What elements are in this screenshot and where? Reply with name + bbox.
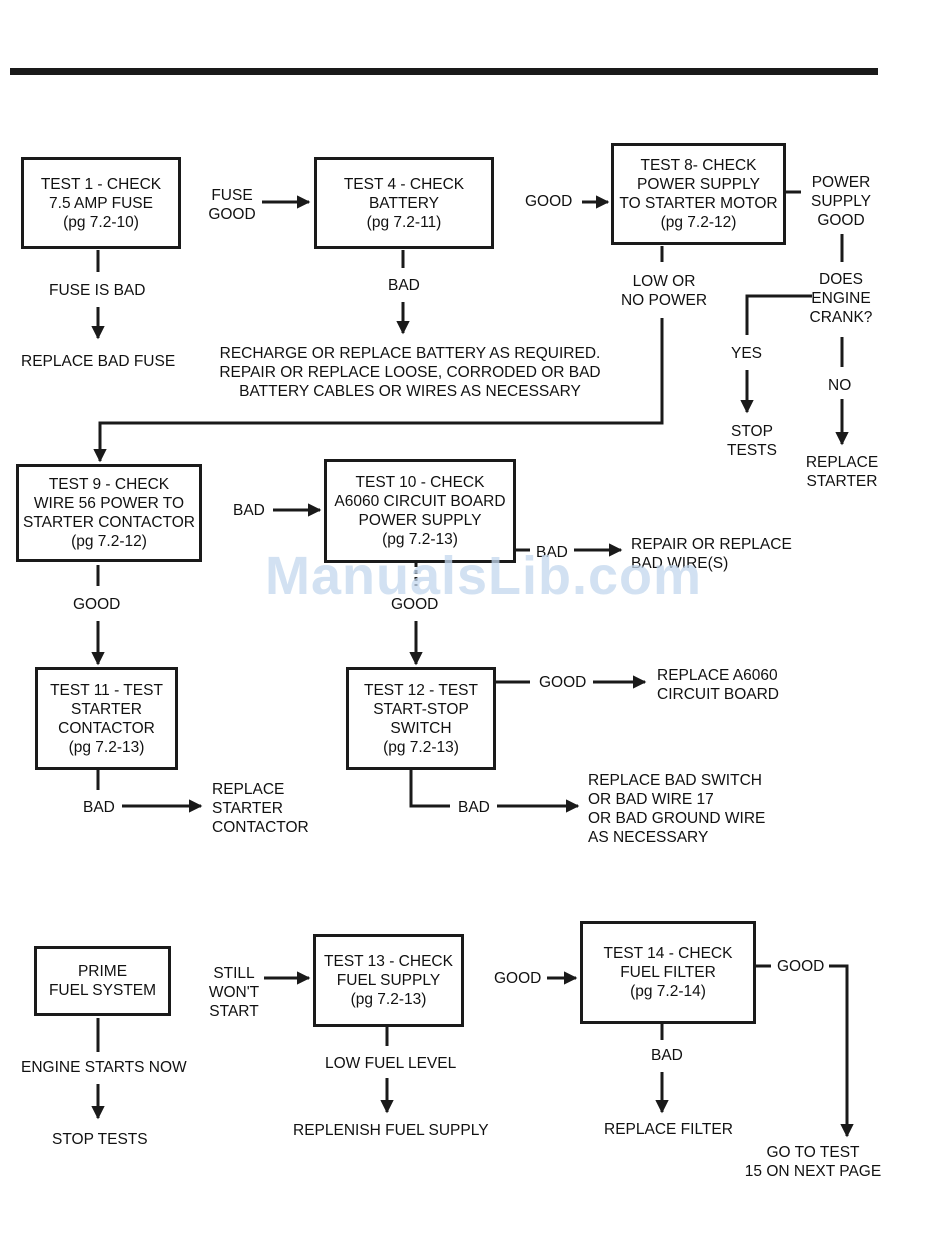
header-rule: [10, 68, 878, 75]
test9-box: TEST 9 - CHECK WIRE 56 POWER TO STARTER …: [16, 464, 202, 562]
label-fuse-good: FUSE GOOD: [208, 187, 256, 223]
label-bad-11: BAD: [83, 799, 115, 816]
label-no: NO: [828, 377, 852, 394]
label-bad-4: BAD: [388, 277, 420, 294]
label-bad-10: BAD: [536, 544, 568, 561]
label-bad-9-10: BAD: [233, 502, 265, 519]
label-replenish: REPLENISH FUEL SUPPLY: [293, 1122, 489, 1139]
test13-box: TEST 13 - CHECK FUEL SUPPLY (pg 7.2-13): [313, 934, 464, 1027]
arrow-yes: [745, 294, 812, 335]
test11-box: TEST 11 - TEST STARTER CONTACTOR (pg 7.2…: [35, 667, 178, 770]
prime-fuel-box: PRIME FUEL SYSTEM: [34, 946, 171, 1016]
label-replace-starter: REPLACE STARTER: [805, 454, 879, 490]
label-repair-wires: REPAIR OR REPLACE BAD WIRE(S): [631, 536, 792, 572]
test8-box: TEST 8- CHECK POWER SUPPLY TO STARTER MO…: [611, 143, 786, 245]
arrow-good-14: [829, 964, 854, 1138]
label-replace-filter: REPLACE FILTER: [604, 1121, 733, 1138]
label-good-13: GOOD: [494, 970, 542, 987]
test10-box: TEST 10 - CHECK A6060 CIRCUIT BOARD POWE…: [324, 459, 516, 563]
label-fuse-is-bad: FUSE IS BAD: [49, 282, 146, 299]
label-yes: YES: [731, 345, 763, 362]
label-engine-starts-now: ENGINE STARTS NOW: [21, 1059, 187, 1076]
label-replace-switch: REPLACE BAD SWITCH OR BAD WIRE 17 OR BAD…: [588, 772, 766, 846]
label-stop-tests-1: STOP TESTS: [727, 423, 777, 459]
label-good-14: GOOD: [777, 958, 825, 975]
label-good-12: GOOD: [539, 674, 587, 691]
label-low-power: LOW OR NO POWER: [620, 273, 708, 309]
label-low-fuel: LOW FUEL LEVEL: [325, 1055, 457, 1072]
line-test12-bad: [409, 770, 450, 808]
test4-box: TEST 4 - CHECK BATTERY (pg 7.2-11): [314, 157, 494, 249]
label-replace-bad-fuse: REPLACE BAD FUSE: [21, 353, 176, 370]
label-still-wont-start: STILL WON'T START: [208, 965, 260, 1020]
label-power-supply-good: POWER SUPPLY GOOD: [810, 174, 872, 229]
label-bad-12: BAD: [458, 799, 490, 816]
label-replace-contactor: REPLACE STARTER CONTACTOR: [212, 781, 309, 836]
label-go-to-test-15: GO TO TEST 15 ON NEXT PAGE: [744, 1144, 882, 1180]
label-engine-crank: DOES ENGINE CRANK?: [809, 271, 873, 326]
label-good-4-8: GOOD: [525, 193, 573, 210]
test1-box: TEST 1 - CHECK 7.5 AMP FUSE (pg 7.2-10): [21, 157, 181, 249]
watermark: ManualsLib.com: [265, 546, 703, 606]
test14-box: TEST 14 - CHECK FUEL FILTER (pg 7.2-14): [580, 921, 756, 1024]
label-good-9: GOOD: [73, 596, 121, 613]
label-good-10: GOOD: [391, 596, 439, 613]
arrow-low-power: [93, 318, 664, 463]
label-stop-tests-2: STOP TESTS: [52, 1131, 148, 1148]
label-bad-14: BAD: [651, 1047, 683, 1064]
label-recharge-battery: RECHARGE OR REPLACE BATTERY AS REQUIRED.…: [219, 345, 601, 400]
test12-box: TEST 12 - TEST START-STOP SWITCH (pg 7.2…: [346, 667, 496, 770]
label-replace-a6060: REPLACE A6060 CIRCUIT BOARD: [657, 667, 780, 703]
